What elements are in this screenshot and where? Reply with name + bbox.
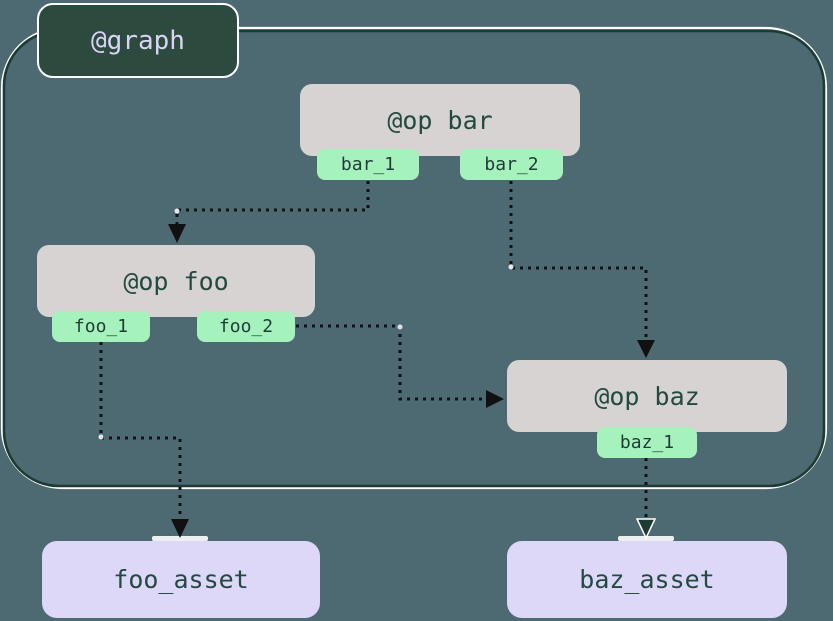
edge-foo-2-to-baz [296, 324, 504, 408]
op-node-label: @op baz [594, 381, 700, 411]
output-tag-label: bar_2 [484, 154, 539, 175]
asset-node-label: baz_asset [579, 565, 715, 594]
output-tag-bar-1[interactable]: bar_1 [317, 149, 419, 180]
edge-foo-1-to-foo-asset [98, 342, 189, 538]
asset-node-label: foo_asset [113, 565, 249, 594]
graph-label-text: @graph [91, 25, 185, 56]
edge-bar-2-to-baz [508, 181, 655, 358]
op-node-label: @op foo [123, 266, 229, 296]
output-tag-label: bar_1 [340, 154, 396, 175]
output-tag-bar-2[interactable]: bar_2 [460, 149, 563, 180]
output-tag-foo-1[interactable]: foo_1 [52, 311, 150, 342]
output-tag-label: foo_1 [73, 316, 129, 337]
op-node-foo[interactable]: @op foo [37, 245, 315, 317]
graph-label-node[interactable]: @graph [37, 3, 239, 78]
asset-node-foo-asset[interactable]: foo_asset [42, 541, 320, 618]
op-node-label: @op bar [387, 105, 493, 135]
output-tag-baz-1[interactable]: baz_1 [597, 427, 697, 458]
output-tag-label: foo_2 [218, 316, 274, 337]
edge-baz-1-to-baz-asset [635, 458, 657, 540]
op-node-bar[interactable]: @op bar [300, 84, 580, 156]
asset-node-baz-asset[interactable]: baz_asset [507, 541, 787, 618]
output-tag-foo-2[interactable]: foo_2 [197, 311, 295, 342]
edge-bar-1-to-foo [168, 181, 370, 243]
op-node-baz[interactable]: @op baz [507, 360, 787, 432]
output-tag-label: baz_1 [619, 432, 675, 453]
